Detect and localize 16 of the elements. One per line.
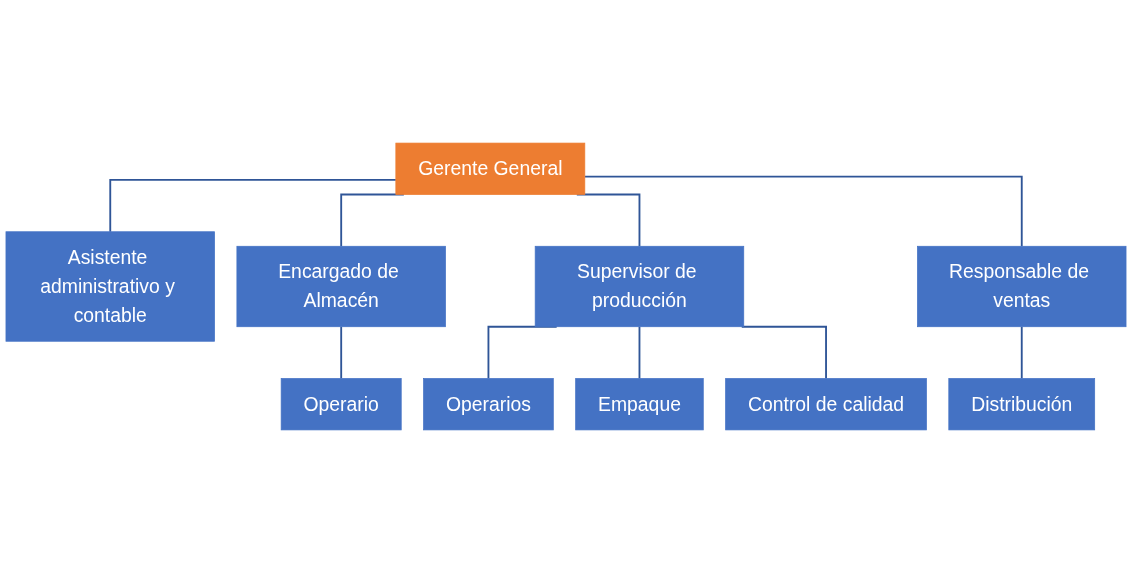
node-box: Encargado de Almacén	[236, 245, 446, 328]
node-box: Responsable de ventas	[917, 245, 1127, 328]
node-box: Operario	[280, 378, 402, 431]
node-box: Gerente General	[395, 142, 586, 195]
node-box: Empaque	[575, 378, 704, 431]
node-box: Operarios	[423, 378, 554, 431]
connector	[340, 325, 343, 380]
node-box: Supervisor de producción	[534, 245, 745, 328]
connector	[1020, 325, 1023, 380]
connector	[638, 325, 641, 380]
node-box: Distribución	[948, 378, 1096, 431]
connector	[583, 175, 1023, 248]
node-box: Asistente administrativo y contable	[5, 231, 215, 342]
node-box: Control de calidad	[725, 378, 927, 431]
connector	[740, 325, 827, 380]
connector	[109, 178, 397, 233]
